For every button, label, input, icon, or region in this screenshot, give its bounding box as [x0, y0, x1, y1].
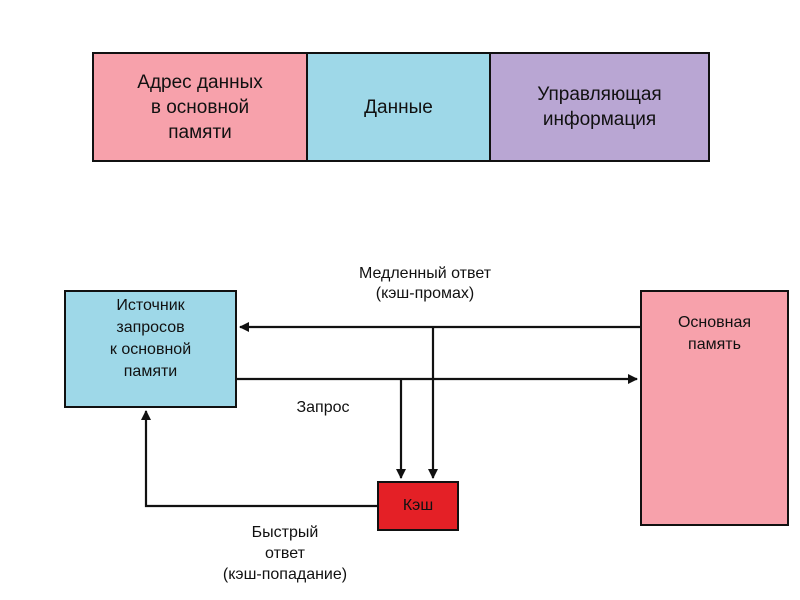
cache-box: Кэш [377, 481, 459, 531]
request-label: Запрос [278, 398, 368, 418]
slow-response-line: (кэш-промах) [375, 285, 475, 302]
main-memory-line: Основная [677, 314, 752, 331]
fast-response-label: Быстрый ответ (кэш-попадание) [210, 522, 360, 585]
field-address-line: Адрес данных [137, 71, 263, 93]
fast-response-line: Быстрый [251, 524, 319, 541]
request-source-box: Источник запросов к основной памяти [64, 290, 237, 408]
field-control-line: информация [542, 109, 657, 130]
slow-response-label: Медленный ответ (кэш-промах) [320, 264, 530, 304]
fast-response-arrow [141, 410, 377, 508]
fast-response-line: ответ [265, 545, 305, 562]
request-label-text: Запрос [296, 399, 350, 416]
fast-response-line: (кэш-попадание) [222, 566, 348, 583]
cache-line-format: Адрес данных в основной памяти Данные Уп… [92, 52, 710, 162]
field-address-line: в основной [150, 96, 250, 118]
cache-label: Кэш [402, 497, 434, 514]
field-address: Адрес данных в основной памяти [94, 54, 306, 160]
source-line: Источник [116, 297, 185, 314]
main-memory-line: память [688, 336, 741, 353]
main-memory-box: Основная память [640, 290, 789, 526]
field-control-line: Управляющая [537, 84, 662, 105]
slow-response-line: Медленный ответ [358, 265, 492, 282]
field-address-line: памяти [168, 121, 232, 143]
source-line: запросов [116, 319, 185, 336]
source-line: памяти [123, 363, 178, 380]
field-control-info: Управляющая информация [489, 54, 708, 160]
field-data: Данные [306, 54, 489, 160]
field-data-line: Данные [364, 96, 433, 118]
source-line: к основной [109, 341, 192, 358]
